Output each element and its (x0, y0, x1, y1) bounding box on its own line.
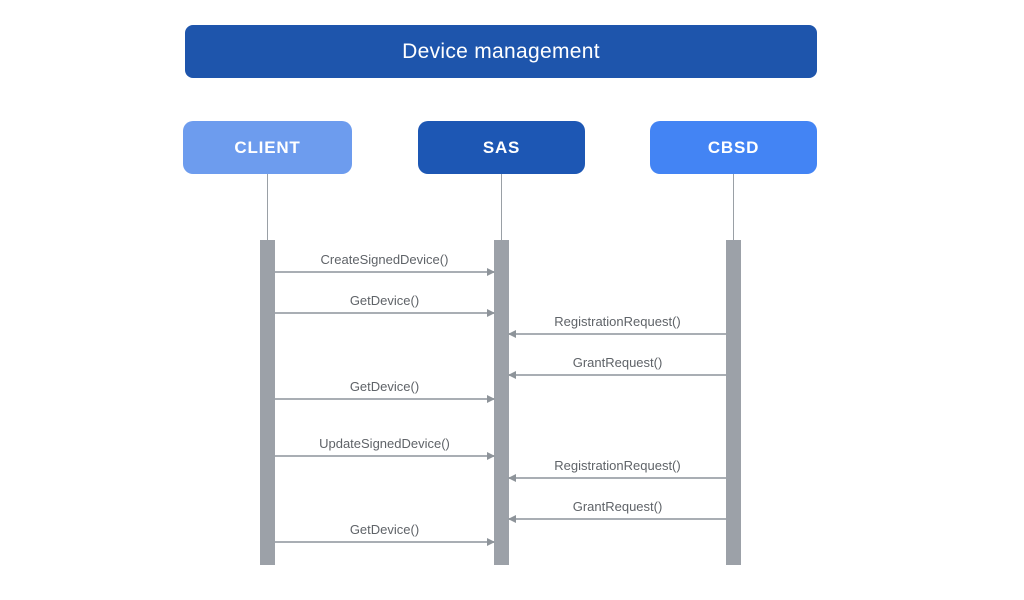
lifeline-cbsd (733, 174, 734, 240)
message-label: CreateSignedDevice() (320, 252, 449, 267)
arrowhead-left-icon (508, 474, 516, 482)
message-label: GrantRequest() (572, 355, 663, 370)
message-label: RegistrationRequest() (554, 458, 681, 473)
message-get-device-1: GetDevice() (275, 292, 495, 317)
message-update-signed-device: UpdateSignedDevice() (275, 435, 495, 460)
message-registration-request-1: RegistrationRequest() (508, 313, 726, 338)
arrow-line (275, 268, 495, 276)
diagram-title: Device management (185, 25, 817, 78)
arrow-line (275, 309, 495, 317)
actor-sas: SAS (418, 121, 585, 174)
message-label: UpdateSignedDevice() (319, 436, 450, 451)
activation-bar-cbsd (726, 240, 741, 565)
message-label: GrantRequest() (572, 499, 663, 514)
arrowhead-left-icon (508, 515, 516, 523)
arrowhead-right-icon (487, 268, 495, 276)
activation-bar-client (260, 240, 275, 565)
arrow-line (275, 538, 495, 546)
activation-bar-sas (494, 240, 509, 565)
arrow-line (275, 452, 495, 460)
arrowhead-left-icon (508, 371, 516, 379)
message-grant-request-2: GrantRequest() (508, 498, 726, 523)
message-get-device-3: GetDevice() (275, 521, 495, 546)
message-label: RegistrationRequest() (554, 314, 681, 329)
message-registration-request-2: RegistrationRequest() (508, 457, 726, 482)
message-label: GetDevice() (349, 522, 420, 537)
arrow-line (275, 395, 495, 403)
arrow-line (508, 371, 726, 379)
arrowhead-right-icon (487, 395, 495, 403)
lifeline-client (267, 174, 268, 240)
message-grant-request-1: GrantRequest() (508, 354, 726, 379)
arrow-line (508, 515, 726, 523)
arrowhead-right-icon (487, 538, 495, 546)
message-get-device-2: GetDevice() (275, 378, 495, 403)
message-create-signed-device: CreateSignedDevice() (275, 251, 495, 276)
arrow-line (508, 330, 726, 338)
arrow-line (508, 474, 726, 482)
message-label: GetDevice() (349, 379, 420, 394)
actor-cbsd: CBSD (650, 121, 817, 174)
arrowhead-right-icon (487, 452, 495, 460)
message-label: GetDevice() (349, 293, 420, 308)
actor-client: CLIENT (183, 121, 352, 174)
lifeline-sas (501, 174, 502, 240)
arrowhead-right-icon (487, 309, 495, 317)
arrowhead-left-icon (508, 330, 516, 338)
